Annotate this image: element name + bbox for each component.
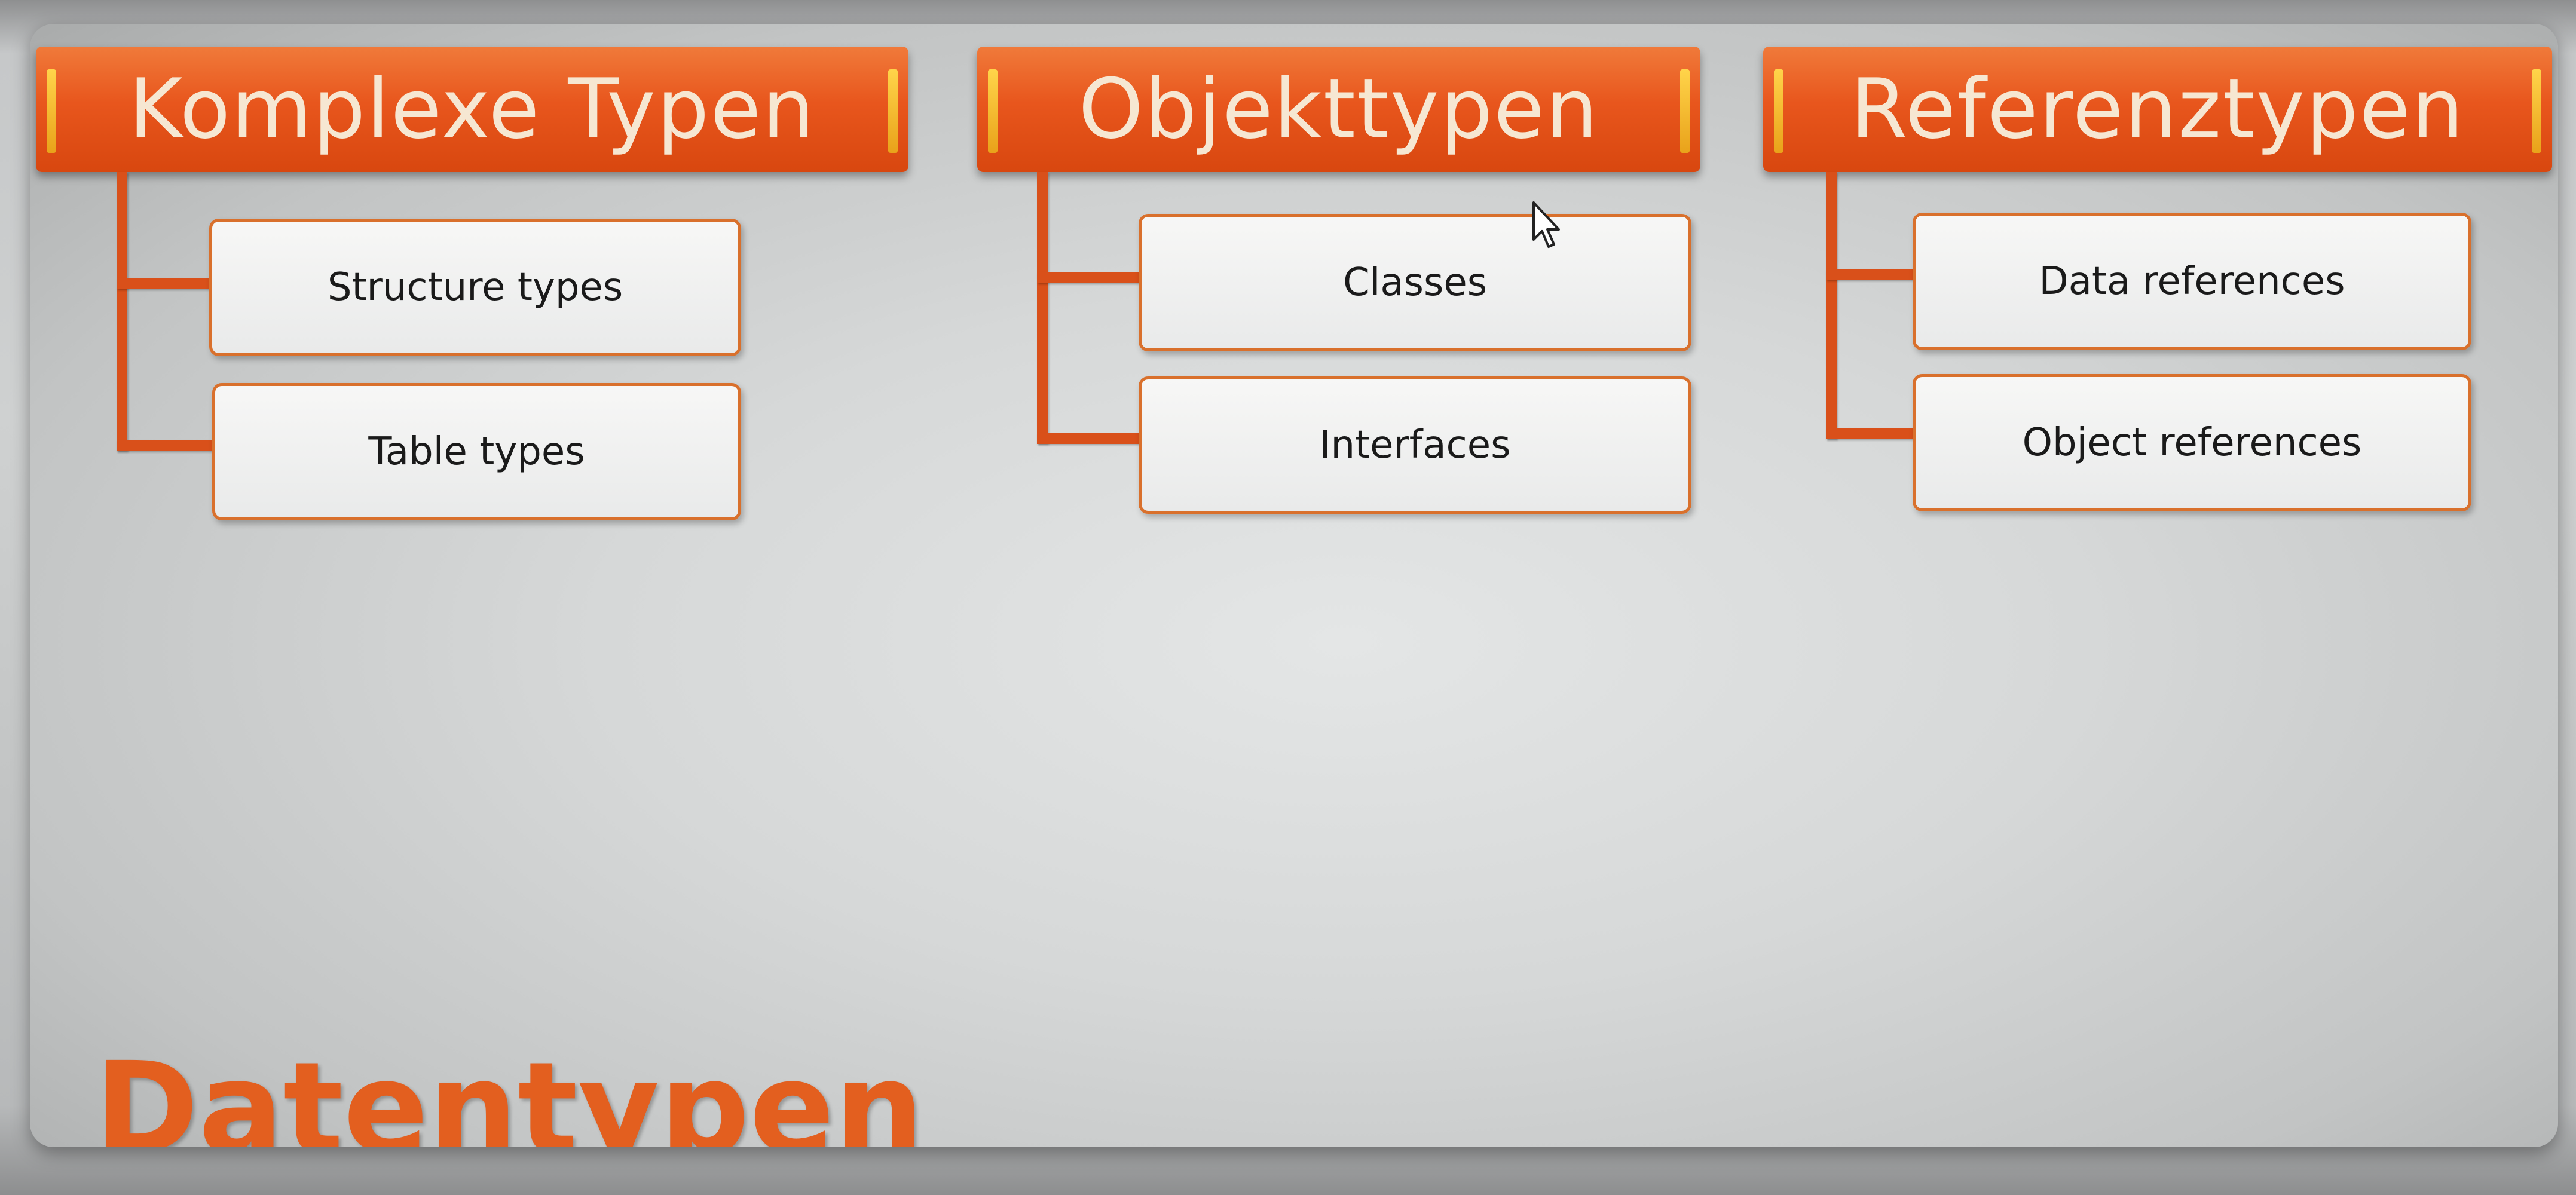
group-header: Objekttypen [977,47,1700,172]
group-header: Komplexe Typen [36,47,908,172]
connector-horizontal [117,440,212,451]
item-box: Classes [1139,214,1691,351]
accent-bar-right [2532,69,2541,153]
connector-vertical [117,172,127,451]
item-box: Data references [1913,213,2471,350]
slide-title: Datentypen [94,1035,924,1148]
connector-horizontal [1037,433,1142,444]
item-label: Structure types [327,265,623,310]
group-title: Objekttypen [1078,61,1599,157]
connector-horizontal [117,278,212,289]
group-title: Referenztypen [1850,61,2465,157]
group-objekttypen: Objekttypen Classes Interfaces [977,47,1742,537]
accent-bar-left [988,69,998,153]
item-box: Structure types [209,219,741,356]
item-label: Classes [1342,261,1488,305]
accent-bar-left [1774,69,1783,153]
mouse-pointer-icon [1532,201,1560,248]
connector-vertical [1037,172,1048,444]
group-header: Referenztypen [1763,47,2552,172]
connector-horizontal [1826,269,1916,280]
connector-horizontal [1826,428,1916,439]
item-label: Table types [368,430,585,474]
group-referenztypen: Referenztypen Data references Object ref… [1763,47,2552,537]
connector-horizontal [1037,272,1142,283]
group-komplexe-typen: Komplexe Typen Structure types Table typ… [36,47,920,537]
group-title: Komplexe Typen [129,61,816,157]
accent-bar-left [47,69,56,153]
item-box: Object references [1913,374,2471,511]
connector-vertical [1826,172,1837,439]
item-label: Object references [2022,421,2362,465]
item-box: Table types [212,383,741,520]
item-label: Data references [2039,259,2345,304]
slide: Komplexe Typen Structure types Table typ… [30,24,2558,1147]
item-label: Interfaces [1319,423,1511,467]
accent-bar-right [1680,69,1690,153]
accent-bar-right [888,69,898,153]
item-box: Interfaces [1139,376,1691,514]
